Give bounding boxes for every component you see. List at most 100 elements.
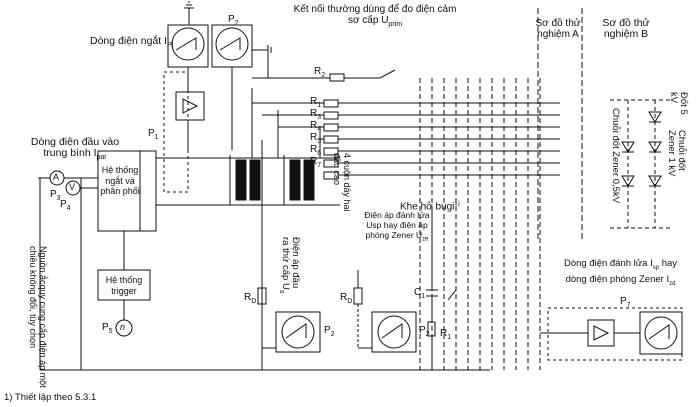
r5-symbol: R5 xyxy=(310,132,321,147)
coil-pair-left xyxy=(229,155,261,205)
rd-symbol-right: RD xyxy=(340,292,352,307)
oscilloscope-mid-right xyxy=(371,311,417,353)
p1-symbol-sub: 1 xyxy=(154,134,159,141)
ignition-current-text2: hay xyxy=(659,258,678,269)
p5-symbol-sub: 5 xyxy=(108,328,113,335)
top-note-line2: sơ cấp U xyxy=(347,15,389,26)
r2-letter: R xyxy=(314,66,322,77)
r6-sub: 6 xyxy=(317,150,322,157)
spark-gap-text: Khe hở bugi xyxy=(400,201,455,213)
p2-symbol-mid-left-sub: 2 xyxy=(330,331,335,338)
r5-sub: 5 xyxy=(317,138,322,145)
ignition-voltage-label: Điện áp đánh lửa Usp hay điện áp phóng Z… xyxy=(362,210,432,245)
coil-pair-right xyxy=(283,155,315,205)
p2-symbol-mid-right: P2 xyxy=(419,325,430,340)
ignition-current-sub: sp xyxy=(652,264,660,271)
r2-sub: 2 xyxy=(321,72,326,79)
test-b-line2: nghiệm B xyxy=(603,28,649,40)
amplifier-bottom xyxy=(587,319,615,347)
coils-note-text: 4 cuộn dây hai đầu cao xyxy=(332,153,352,212)
avg-input-sub: par xyxy=(96,154,107,162)
secondary-output-sub: s xyxy=(278,289,286,294)
interrupt-current-label: Dòng điện ngắt IPi xyxy=(90,36,173,51)
secondary-output-label: Điện áp đầu ra thứ cấp Us xyxy=(276,237,301,297)
trigger-box-text: Hệ thống trigger xyxy=(105,275,143,296)
zener-current-sub: zd xyxy=(669,280,676,287)
rd-right-letter: R xyxy=(340,292,348,303)
oscilloscope-mid-left xyxy=(275,311,321,353)
c1-letter: C xyxy=(414,287,422,298)
zener-chain-label: Chuỗi đốt Zener 0,5kV xyxy=(610,108,621,204)
p2-symbol-top: P2 xyxy=(228,14,239,29)
p2-symbol-mid-right-sub: 2 xyxy=(425,331,430,338)
interrupt-current-sub: Pi xyxy=(167,42,174,50)
p3-symbol: P3 xyxy=(50,189,61,204)
spark-gap-sup: 1) xyxy=(454,201,460,207)
test-b-label: Sơ đồ thử nghiệm B xyxy=(590,18,662,40)
rd-right-sub: D xyxy=(347,298,353,305)
zener-5kv-label: Đốt 5 kV xyxy=(668,92,689,122)
spark-gap-label: Khe hở bugi1) xyxy=(400,199,460,212)
ignition-current-text: Dòng điện đánh lửa I xyxy=(563,258,653,269)
ignition-voltage-text: Điện áp đánh lửa Usp hay điện áp phóng Z… xyxy=(364,210,430,240)
avg-input-line2: trung bình I xyxy=(43,147,97,159)
test-a-line1: Sơ đồ thử xyxy=(535,18,581,29)
resistor-rd-right xyxy=(353,287,363,305)
zener-1kv-label: Chuỗi đốt Zener 1 kV xyxy=(666,130,687,190)
avg-input-line1: Dòng điện đầu vào xyxy=(30,136,120,148)
p5-symbol-letter: P xyxy=(102,322,109,333)
zener-chain-left xyxy=(621,100,635,228)
r6-letter: R xyxy=(310,144,318,155)
interrupt-current-text: Dòng điện ngắt I xyxy=(90,35,168,47)
trigger-box-label: Hệ thống trigger xyxy=(100,275,148,296)
test-a-line2: nghiệm A xyxy=(537,29,579,40)
p3-symbol-sub: 3 xyxy=(56,195,61,202)
r3-letter: R xyxy=(310,108,318,119)
zener-chain-text: Chuỗi đốt Zener 0,5kV xyxy=(610,108,621,204)
ignition-current-line1: Dòng điện đánh lửa Isp hay xyxy=(548,258,693,274)
ignition-voltage-sub: ze xyxy=(422,236,429,243)
footnote: 1) Thiết lập theo 5.3.1 xyxy=(4,392,96,403)
r6-symbol: R6 xyxy=(310,144,321,159)
p1-symbol-letter: P xyxy=(148,128,155,139)
system-box-text: Hệ thống ngắt và phân phối xyxy=(100,165,140,196)
avg-input-label: Dòng điện đầu vào trung bình Ipar xyxy=(10,137,140,163)
p4-symbol: P4 xyxy=(60,199,71,214)
p1-dashed-frame xyxy=(163,71,189,193)
zener-current-text: dòng điện phóng Zener I xyxy=(565,273,670,285)
r7-letter: R xyxy=(310,156,318,167)
trigger-box xyxy=(97,231,151,320)
meter-n-label: n xyxy=(120,322,125,333)
r3-sub: 3 xyxy=(317,114,322,121)
meter-v-label: V xyxy=(69,182,75,193)
r4-symbol: R4 xyxy=(310,120,321,135)
r1-bottom-sub: 1 xyxy=(447,334,452,341)
zener-chain-right xyxy=(648,100,662,228)
oscilloscope-top-left xyxy=(167,24,209,68)
zener-5kv-text: Đốt 5 kV xyxy=(668,92,689,115)
rd-symbol-left: RD xyxy=(244,292,256,307)
r2-symbol: R2 xyxy=(314,66,325,81)
meter-a-label: A xyxy=(53,172,59,183)
resistor-ladder xyxy=(252,99,560,180)
top-note-line1: Kết nối thường dùng để đo điện cảm xyxy=(293,4,457,15)
r4-letter: R xyxy=(310,120,318,131)
p4-symbol-letter: P xyxy=(60,199,67,210)
distribution-bus xyxy=(419,78,541,370)
p2-symbol-top-sub: 2 xyxy=(234,20,239,27)
r1-bottom-letter: R xyxy=(440,328,448,339)
p2-symbol-mid-left-letter: P xyxy=(324,325,331,336)
r1-sub: 1 xyxy=(317,102,322,109)
p7-dashed-frame xyxy=(547,307,683,361)
p5-symbol: P5 xyxy=(102,322,113,337)
p4-symbol-sub: 4 xyxy=(66,205,71,212)
r1-symbol: R1 xyxy=(310,96,321,111)
secondary-output-text: Điện áp đầu ra thứ cấp U xyxy=(280,237,301,290)
c1-symbol: C1 xyxy=(414,287,425,302)
r3-symbol: R3 xyxy=(310,108,321,123)
p7-symbol: P7 xyxy=(620,296,631,311)
meter-v-text: V xyxy=(69,182,76,192)
r5-letter: R xyxy=(310,132,318,143)
zener-1kv-text: Chuỗi đốt Zener 1 kV xyxy=(666,130,687,177)
